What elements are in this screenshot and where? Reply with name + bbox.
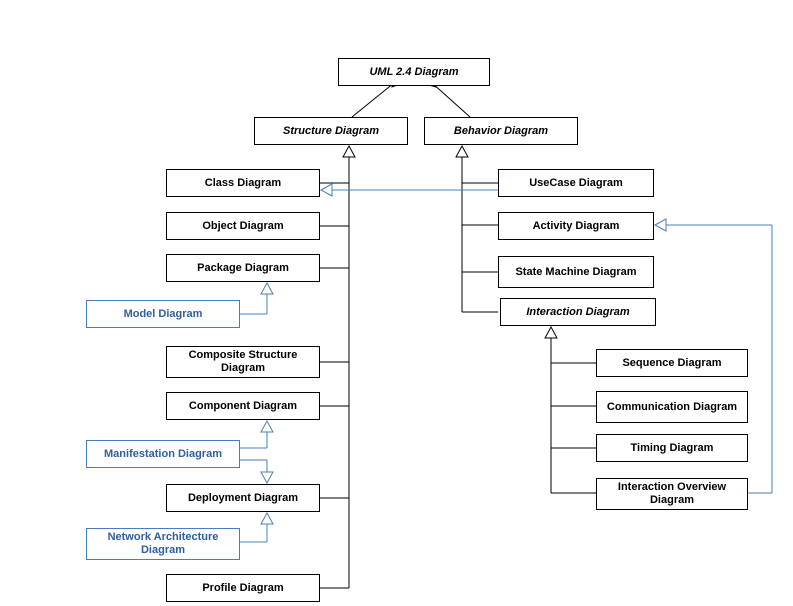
- state-machine-diagram-node: State Machine Diagram: [498, 256, 654, 288]
- timing-diagram-node: Timing Diagram: [596, 434, 748, 462]
- generalization-arrow-interaction-trunk: [544, 325, 558, 339]
- usecase-diagram-node: UseCase Diagram: [498, 169, 654, 197]
- object-diagram-node: Object Diagram: [166, 212, 320, 240]
- network-architecture-diagram-node: Network Architecture Diagram: [86, 528, 240, 560]
- communication-diagram-node: Communication Diagram: [596, 391, 748, 423]
- model-diagram-node: Model Diagram: [86, 300, 240, 328]
- extension-arrow-manifestation-down: [260, 471, 274, 485]
- package-diagram-node: Package Diagram: [166, 254, 320, 282]
- extension-arrow-overview-activity: [653, 218, 667, 232]
- component-diagram-node: Component Diagram: [166, 392, 320, 420]
- sequence-diagram-node: Sequence Diagram: [596, 349, 748, 377]
- generalization-arrow-behavior-trunk: [455, 144, 469, 158]
- deployment-diagram-node: Deployment Diagram: [166, 484, 320, 512]
- behavior-diagram-node: Behavior Diagram: [424, 117, 578, 145]
- extension-arrow-network: [260, 511, 274, 525]
- extension-arrow-usecase-class: [319, 183, 333, 197]
- interaction-overview-diagram-node: Interaction Overview Diagram: [596, 478, 748, 510]
- extension-arrow-manifestation-up: [260, 419, 274, 433]
- extension-arrow-model: [260, 281, 274, 295]
- structure-diagram-node: Structure Diagram: [254, 117, 408, 145]
- generalization-arrow-structure-trunk: [342, 144, 356, 158]
- root-node: UML 2.4 Diagram: [338, 58, 490, 86]
- interaction-diagram-node: Interaction Diagram: [500, 298, 656, 326]
- profile-diagram-node: Profile Diagram: [166, 574, 320, 602]
- composite-structure-diagram-node: Composite Structure Diagram: [166, 346, 320, 378]
- manifestation-diagram-node: Manifestation Diagram: [86, 440, 240, 468]
- activity-diagram-node: Activity Diagram: [498, 212, 654, 240]
- class-diagram-node: Class Diagram: [166, 169, 320, 197]
